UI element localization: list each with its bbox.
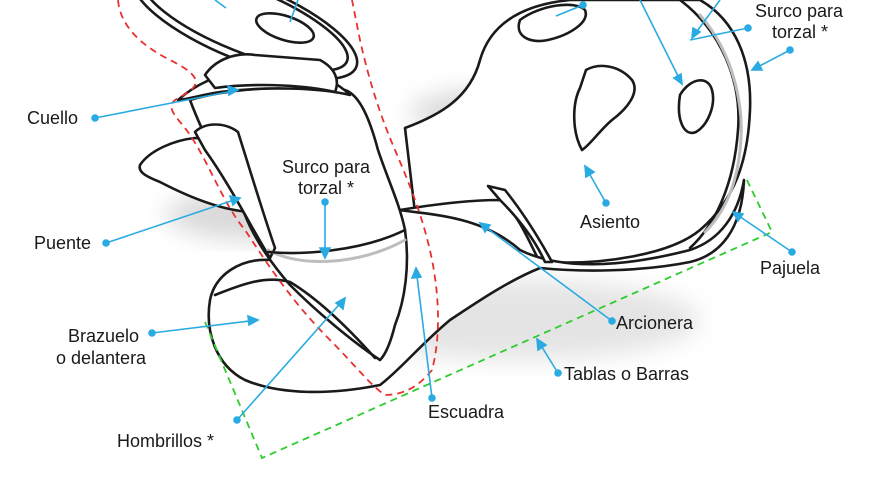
label-brazuelo-line1: Brazuelo (68, 326, 139, 346)
gullet-arch (193, 123, 277, 260)
seat-slot (517, 3, 588, 43)
brazuelo-fold (213, 278, 377, 360)
arcionera-slot (486, 184, 554, 264)
seat-side-hole (677, 79, 715, 135)
front-groove (266, 238, 407, 263)
label-asiento: Asiento (580, 212, 640, 232)
horn-cap-hole (254, 11, 316, 45)
cantle-rim-groove (698, 13, 743, 234)
label-pajuela: Pajuela (760, 258, 821, 278)
label-puente: Puente (34, 233, 91, 253)
label-surco-right-line1: Surco para (755, 1, 844, 21)
label-surco-center-line1: Surco para (282, 157, 371, 177)
label-arcionera: Arcionera (616, 313, 694, 333)
horn-shank (203, 53, 339, 94)
label-surco-right-line2: torzal * (772, 22, 828, 42)
label-brazuelo-line2: o delantera (56, 348, 147, 368)
label-hombrillos: Hombrillos * (117, 431, 214, 451)
seat-horn (572, 64, 636, 152)
labels: Cuello Puente Brazuelo o delantera Hombr… (27, 1, 844, 451)
label-surco-center-line2: torzal * (298, 178, 354, 198)
label-cuello: Cuello (27, 108, 78, 128)
leader-lines (91, 0, 796, 424)
front-dashed-outline (117, 0, 439, 396)
label-tablas: Tablas o Barras (564, 364, 689, 384)
cantle-rim (678, 0, 740, 250)
label-escuadra: Escuadra (428, 402, 505, 422)
front-groove-line (266, 228, 407, 255)
bars-dashed-outline (204, 175, 774, 460)
horn-cap-top (141, 0, 349, 73)
saddle-outline (131, 0, 752, 394)
